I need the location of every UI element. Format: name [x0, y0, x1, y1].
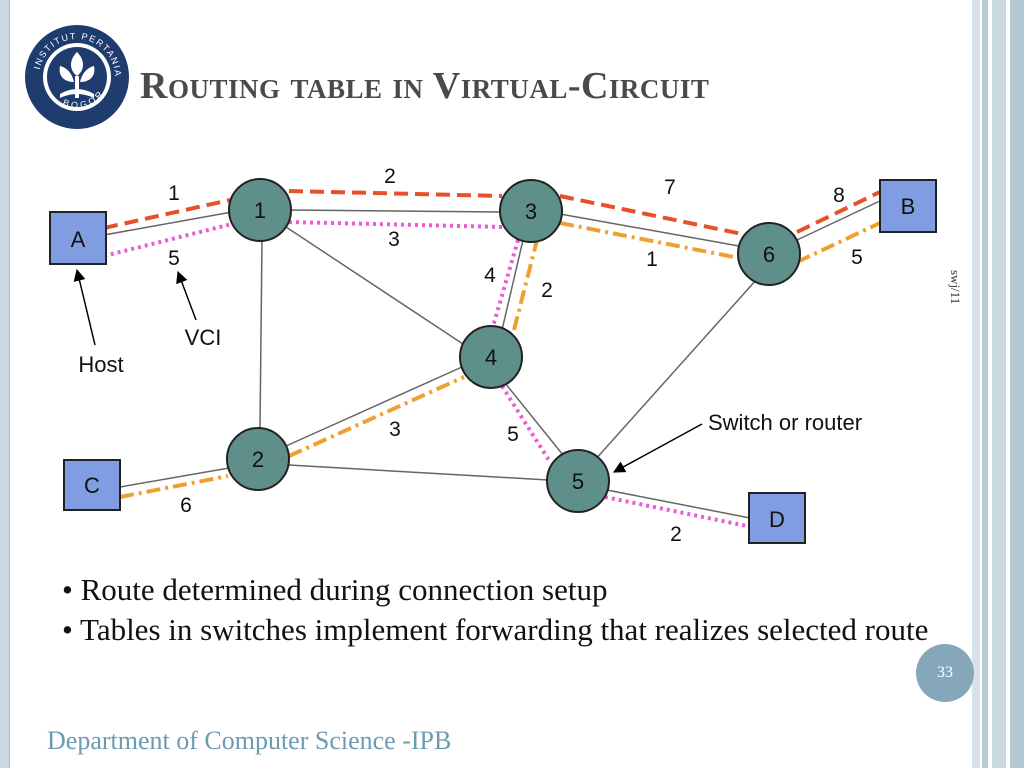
switch-3: 3 [499, 179, 563, 243]
bullet-item: • Tables in switches implement forwardin… [62, 612, 929, 647]
vci-label: 7 [664, 176, 676, 199]
bullet-list: • Route determined during connection set… [62, 570, 952, 650]
host-arrow [73, 268, 96, 346]
link-1-3 [288, 209, 503, 213]
vci-labels: 1 5 2 3 7 1 8 5 4 2 3 5 6 2 [168, 165, 863, 546]
vci-label: 1 [168, 182, 180, 205]
link-2-4 [285, 366, 463, 447]
switch-2: 2 [226, 427, 290, 491]
link-a-1 [103, 211, 233, 236]
vci-annotation: VCI [185, 325, 222, 350]
vci-label: 8 [833, 184, 845, 207]
link-4-5 [504, 382, 564, 456]
switch-5-label: 5 [572, 469, 584, 494]
network-diagram: A B C D 1 2 3 4 5 6 1 5 2 3 7 [49, 165, 937, 546]
footer-text: Department of Computer Science -IPB [47, 726, 452, 755]
vci-label: 5 [507, 423, 519, 446]
host-b: B [879, 179, 937, 233]
switch-arrow [612, 423, 703, 473]
host-annotation: Host [78, 352, 123, 377]
vci-label: 4 [484, 264, 496, 287]
vci-label: 6 [180, 494, 192, 517]
pink-virtual-circuit [103, 220, 753, 529]
annotations [73, 268, 703, 473]
host-a: A [49, 211, 107, 265]
side-note: swj/11 [948, 270, 963, 305]
right-frame-bars [972, 0, 1024, 768]
orange-virtual-circuit [119, 220, 883, 499]
switch-6-label: 6 [763, 242, 775, 267]
vci-label: 2 [541, 279, 553, 302]
switch-3-label: 3 [525, 199, 537, 224]
red-virtual-circuit [103, 189, 883, 236]
switch-1-label: 1 [254, 198, 266, 223]
host-c-label: C [84, 473, 100, 498]
link-3-4 [501, 239, 524, 331]
vci-label: 5 [851, 246, 863, 269]
host-d: D [748, 492, 806, 544]
host-d-label: D [769, 507, 785, 532]
host-a-label: A [71, 227, 86, 252]
links [103, 199, 883, 519]
switch-5: 5 [546, 449, 610, 513]
slide-title: Routing table in Virtual-Circuit [140, 65, 710, 107]
host-c: C [63, 459, 121, 511]
host-b-label: B [901, 194, 916, 219]
vci-label: 3 [388, 228, 400, 251]
bullet-item: • Route determined during connection set… [62, 572, 608, 607]
switch-2-label: 2 [252, 447, 264, 472]
vci-arrow [176, 270, 197, 321]
institution-logo: INSTITUT PERTANIAN BOGOR [18, 14, 132, 132]
page-number-badge: 33 [916, 644, 974, 702]
link-3-6 [559, 213, 740, 247]
link-1-2 [259, 239, 263, 429]
vci-label: 5 [168, 247, 180, 270]
link-c-2 [119, 467, 230, 488]
vci-label: 2 [384, 165, 396, 188]
switch-4-label: 4 [485, 345, 497, 370]
switch-annotation: Switch or router [708, 410, 862, 435]
left-frame-bar [0, 0, 10, 768]
vci-label: 2 [670, 523, 682, 546]
vci-label: 1 [646, 248, 658, 271]
link-6-5 [593, 278, 758, 462]
link-6-b [796, 199, 883, 241]
link-5-d [606, 489, 751, 519]
link-2-5 [288, 464, 549, 481]
switch-1: 1 [228, 178, 292, 242]
vci-label: 3 [389, 418, 401, 441]
switch-6: 6 [737, 222, 801, 286]
switch-4: 4 [459, 325, 523, 389]
link-1-4 [282, 224, 467, 347]
